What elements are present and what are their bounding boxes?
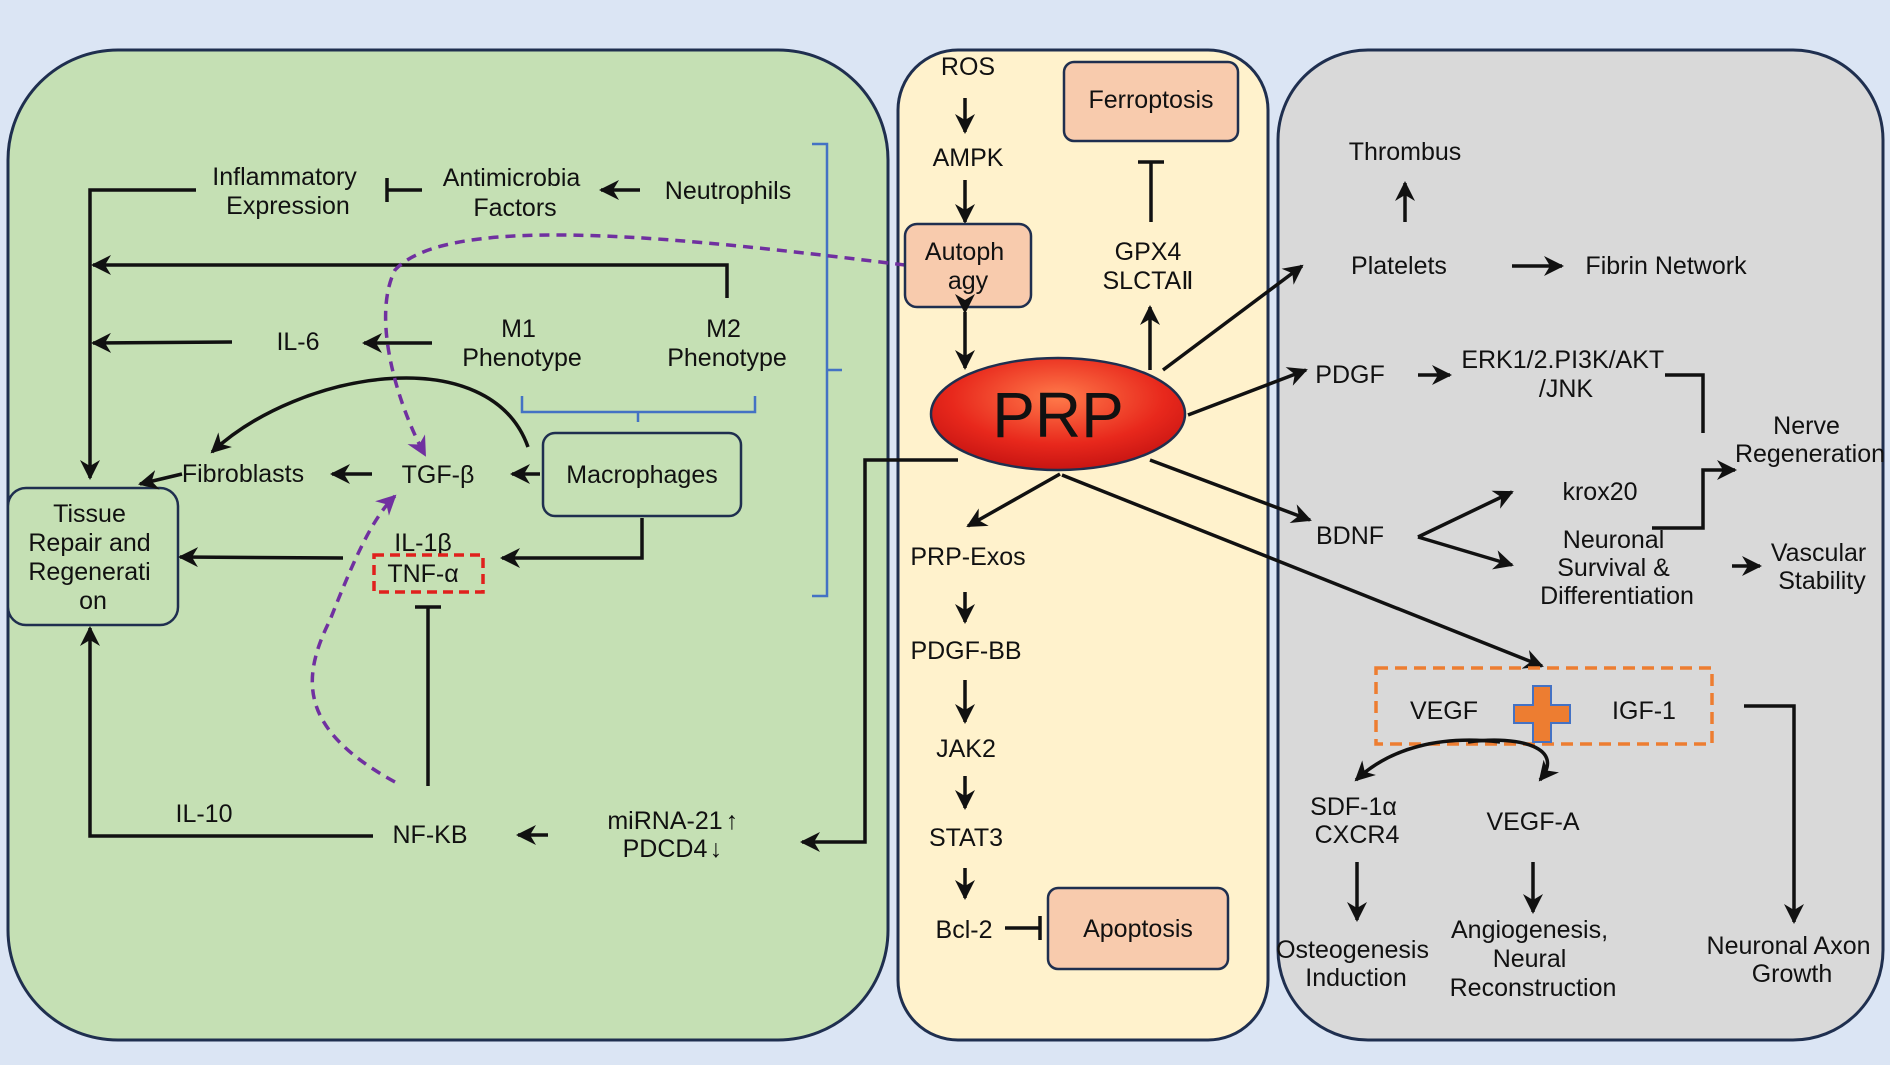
osteogenesis-label: Osteogenesis Induction bbox=[1276, 936, 1436, 992]
line-erk-nerve bbox=[1665, 373, 1705, 433]
il10-label: IL-10 bbox=[176, 800, 233, 828]
stat3-label: STAT3 bbox=[929, 824, 1003, 852]
tissue-repair-box bbox=[6, 486, 180, 627]
jak2-label: JAK2 bbox=[936, 735, 996, 763]
nerve-regeneration-label: Nerve Regeneration bbox=[1735, 412, 1885, 468]
ferroptosis-box bbox=[1062, 60, 1240, 143]
pdgf-bb-label: PDGF-BB bbox=[910, 637, 1021, 665]
neutrophils-label: Neutrophils bbox=[665, 177, 791, 205]
ferroptosis-label: Ferroptosis bbox=[1088, 86, 1213, 114]
pdgf-label: PDGF bbox=[1315, 361, 1384, 389]
arrow-il6-to-left bbox=[91, 332, 233, 353]
brace-m1-m2 bbox=[520, 396, 757, 422]
bdnf-label: BDNF bbox=[1316, 522, 1384, 550]
pdcd4-label: PDCD4 bbox=[623, 835, 708, 863]
apoptosis-label: Apoptosis bbox=[1083, 915, 1193, 943]
arrow-tnfa-tissue bbox=[178, 547, 344, 568]
dashed-autophagy-to-tgfb bbox=[383, 233, 906, 457]
vegf-a-label: VEGF-A bbox=[1486, 808, 1579, 836]
line-inflammatory-to-tissue bbox=[80, 188, 196, 480]
erk-pathway-label: ERK1/2.PI3K/AKT /JNK bbox=[1461, 346, 1670, 403]
mirna21-label: miRNA-21 bbox=[607, 807, 722, 835]
tgf-beta-label: TGF-β bbox=[402, 461, 475, 489]
arrow-prp-vegf-igf bbox=[1061, 473, 1544, 669]
m1-phenotype-label: M1 Phenotype bbox=[462, 315, 582, 372]
nfkb-label: NF-KB bbox=[393, 821, 468, 849]
ros-label: ROS bbox=[941, 53, 995, 81]
mirna21-up-arrow: ↑ bbox=[726, 807, 739, 835]
vascular-stability-label: Vascular Stability bbox=[1771, 539, 1873, 595]
krox20-label: krox20 bbox=[1562, 478, 1637, 506]
slc7a11-label: SLCTAⅡ bbox=[1102, 267, 1193, 295]
arrow-fibroblasts-tissue bbox=[138, 470, 183, 490]
macrophages-box bbox=[541, 431, 743, 518]
prp-exos-label: PRP-Exos bbox=[910, 543, 1025, 571]
arrow-igf-axon bbox=[1744, 704, 1804, 924]
arrow-macrophages-fibroblasts-curve bbox=[210, 376, 530, 454]
fibroblasts-label: Fibroblasts bbox=[182, 460, 304, 488]
arrow-prp-exos bbox=[966, 472, 1061, 528]
vegf-label: VEGF bbox=[1410, 697, 1478, 725]
tissue-repair-label: Tissue Repair and Regenerati on bbox=[28, 500, 157, 615]
bcl2-label: Bcl-2 bbox=[936, 916, 993, 944]
pdcd4-down-arrow: ↓ bbox=[710, 835, 723, 863]
antimicrobial-factors-label: Antimicrobia Factors bbox=[443, 164, 588, 222]
vegf-igf-box bbox=[1374, 666, 1714, 746]
bracket-left-panel bbox=[812, 142, 842, 598]
igf1-label: IGF-1 bbox=[1612, 697, 1676, 725]
right-panel bbox=[1276, 48, 1885, 1042]
arrow-bdnf-neuronal bbox=[1417, 535, 1514, 570]
autophagy-label: Autoph agy bbox=[925, 238, 1011, 295]
inflammatory-expression-label: Inflammatory Expression bbox=[212, 163, 363, 220]
arrow-prp-bdnf bbox=[1149, 458, 1312, 524]
tnf-alpha-label: TNF-α bbox=[387, 560, 458, 588]
thrombus-label: Thrombus bbox=[1349, 138, 1462, 166]
arrow-prp-mirna bbox=[800, 458, 958, 852]
platelets-label: Platelets bbox=[1351, 252, 1447, 280]
il6-label: IL-6 bbox=[276, 328, 319, 356]
arrow-bdnf-krox20 bbox=[1417, 490, 1514, 539]
fibrin-network-label: Fibrin Network bbox=[1585, 252, 1747, 280]
sdf1-cxcr4-label: SDF-1α CXCR4 bbox=[1310, 793, 1404, 849]
il1b-label: IL-1β bbox=[394, 529, 451, 557]
arrow-prp-pdgf bbox=[1187, 367, 1308, 417]
plus-icon bbox=[1513, 685, 1571, 743]
arrow-macrophages-tnfa bbox=[500, 518, 644, 568]
macrophages-label: Macrophages bbox=[566, 461, 717, 489]
apoptosis-box bbox=[1046, 886, 1230, 971]
neuronal-survival-label: Neuronal Survival & Differentiation bbox=[1540, 526, 1694, 610]
prp-ellipse bbox=[929, 356, 1187, 472]
arrow-nfkb-tissue bbox=[80, 626, 373, 838]
neuronal-axon-label: Neuronal Axon Growth bbox=[1707, 932, 1878, 988]
m2-phenotype-label: M2 Phenotype bbox=[667, 315, 787, 372]
arrow-prp-platelets bbox=[1161, 264, 1304, 372]
arrow-vegf-vegfa bbox=[1467, 738, 1560, 782]
gpx4-label: GPX4 bbox=[1115, 238, 1182, 266]
dashed-nfkb-to-tgfb bbox=[310, 494, 397, 784]
arrow-m2-to-left bbox=[91, 255, 729, 298]
ampk-label: AMPK bbox=[933, 144, 1004, 172]
prp-title: PRP bbox=[992, 379, 1124, 451]
tnf-alpha-box bbox=[372, 553, 485, 594]
angiogenesis-label: Angiogenesis, Neural Reconstruction bbox=[1450, 916, 1617, 1002]
arrow-neuronal-nerve bbox=[1652, 460, 1737, 530]
